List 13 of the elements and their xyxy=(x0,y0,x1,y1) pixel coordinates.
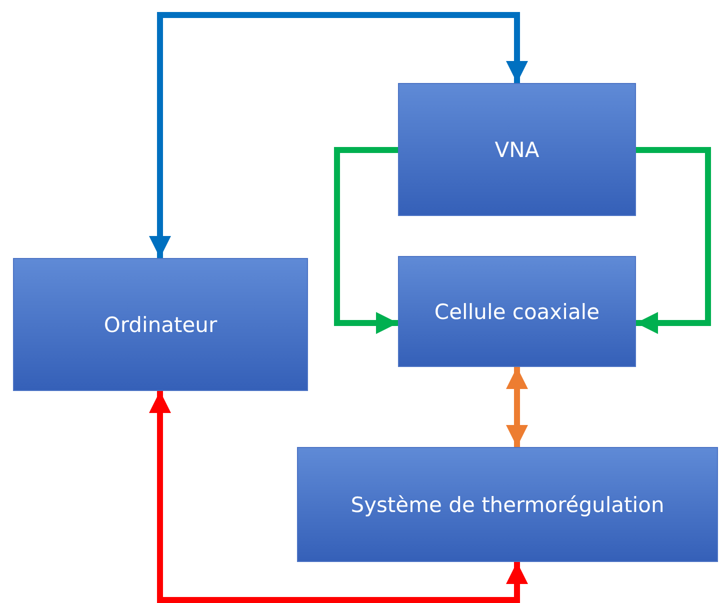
process-box xyxy=(398,83,636,216)
arrow xyxy=(506,367,528,447)
process-box xyxy=(13,258,308,391)
process-box xyxy=(297,447,718,562)
arrow xyxy=(149,391,528,603)
box-label: Cellule coaxiale xyxy=(434,300,600,324)
arrow xyxy=(636,147,711,334)
box-label: VNA xyxy=(494,138,540,162)
box-label: Système de thermorégulation xyxy=(350,492,664,516)
process-box xyxy=(398,256,636,367)
arrow xyxy=(334,147,398,334)
box-label: Ordinateur xyxy=(104,312,218,336)
arrow xyxy=(149,12,528,258)
